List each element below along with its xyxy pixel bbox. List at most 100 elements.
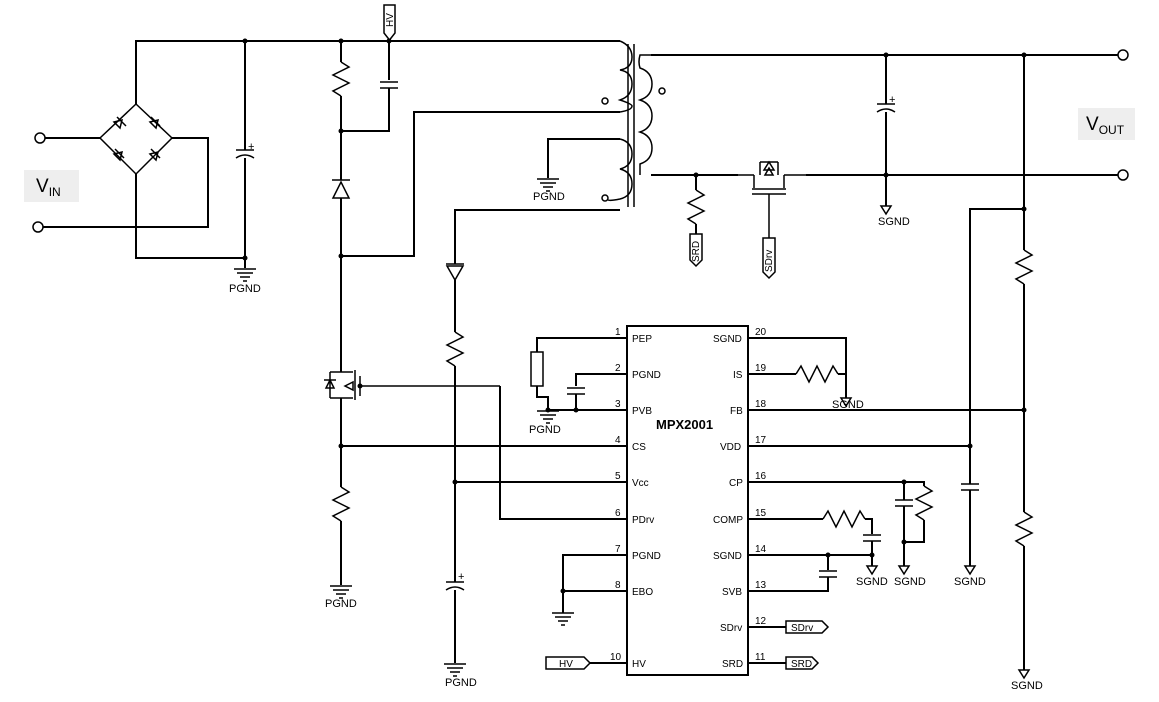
svg-text:+: + [889, 94, 895, 106]
svg-text:20: 20 [755, 327, 767, 338]
svg-text:SRD: SRD [691, 241, 702, 262]
is-resistor [795, 364, 839, 384]
svg-text:17: 17 [755, 435, 767, 446]
cp-capacitor [895, 499, 913, 507]
ground-ebo [552, 612, 574, 626]
svg-text:18: 18 [755, 399, 767, 410]
svg-text:CS: CS [632, 442, 646, 453]
svg-text:2: 2 [615, 363, 621, 374]
srd-sec-tag: SRD [689, 233, 703, 268]
ground-pgnd-aux: PGND [533, 178, 565, 203]
svg-text:PGND: PGND [632, 551, 661, 562]
ic-body [626, 325, 749, 676]
svg-text:PGND: PGND [445, 677, 477, 689]
sr-mosfet [738, 160, 806, 238]
svg-text:SDrv: SDrv [764, 250, 775, 272]
ground-sgnd-cp [897, 565, 911, 576]
output-capacitor [876, 103, 896, 113]
svg-text:HV: HV [632, 659, 646, 670]
ground-pgnd-sense: PGND [325, 585, 357, 610]
svg-text:SGND: SGND [713, 551, 742, 562]
comp-resistor [822, 509, 866, 529]
vout-terminal-neg [1117, 169, 1129, 181]
snubber-resistor [331, 61, 351, 97]
ground-sgnd-comp [865, 565, 879, 576]
svg-text:SGND: SGND [856, 576, 888, 588]
bridge-rectifier [98, 102, 174, 176]
svg-text:PGND: PGND [632, 370, 661, 381]
vin-terminal-2 [32, 221, 44, 233]
sdrv-pin-tag: SDrv [785, 620, 830, 634]
svg-text:SGND: SGND [713, 334, 742, 345]
ground-pgnd-bridge: PGND [229, 268, 261, 295]
svg-text:5: 5 [615, 471, 621, 482]
snubber-diode [331, 179, 351, 199]
fb-lower-resistor [1014, 511, 1034, 547]
svg-text:4: 4 [615, 435, 621, 446]
svg-text:EBO: EBO [632, 587, 653, 598]
comp-capacitor [863, 534, 881, 542]
aux-diode [445, 263, 465, 282]
svg-text:PGND: PGND [533, 191, 565, 203]
svg-text:8: 8 [615, 580, 621, 591]
svg-text:+: + [248, 141, 254, 153]
svg-text:SVB: SVB [722, 587, 742, 598]
svg-text:16: 16 [755, 471, 767, 482]
vin-terminal-1 [34, 132, 46, 144]
svg-text:PGND: PGND [325, 598, 357, 610]
ground-sgnd-vdd [963, 565, 977, 576]
vin-label-box [24, 170, 79, 202]
vdd-capacitor [961, 483, 979, 491]
svg-text:14: 14 [755, 544, 767, 555]
vout-label: VOUT [1086, 114, 1125, 137]
ground-pgnd-vcc: PGND [444, 663, 477, 689]
aux-resistor [445, 331, 465, 367]
svg-text:7: 7 [615, 544, 621, 555]
vout-label-box [1078, 108, 1135, 140]
bridge-diode-icons [112, 116, 161, 162]
svg-text:HV: HV [559, 659, 573, 670]
svg-text:SRD: SRD [722, 659, 743, 670]
ic-name: MPX2001 [656, 417, 713, 432]
svg-text:SGND: SGND [1011, 680, 1043, 692]
svg-text:SGND: SGND [832, 399, 864, 411]
svg-text:SGND: SGND [954, 576, 986, 588]
svg-text:+: + [458, 571, 464, 583]
primary-mosfet [324, 370, 500, 400]
svg-text:13: 13 [755, 580, 767, 591]
bulk-capacitor [235, 149, 255, 159]
fb-upper-resistor [1014, 249, 1034, 285]
sr-sense-resistor [686, 189, 706, 225]
vout-terminal-pos [1117, 49, 1129, 61]
ic-right-pins: 20 SGND 19 IS 18 FB 17 VDD 16 CP 15 COMP… [713, 327, 786, 670]
snubber-capacitor [380, 81, 398, 89]
svg-text:3: 3 [615, 399, 621, 410]
sdrv-sec-tag: SDrv [762, 237, 776, 280]
svg-text:PVB: PVB [632, 406, 652, 417]
svg-text:PDrv: PDrv [632, 515, 654, 526]
vin-label: VIN [36, 176, 61, 199]
svg-text:FB: FB [730, 406, 743, 417]
svg-text:VDD: VDD [720, 442, 741, 453]
pep-resistor [530, 351, 544, 387]
cp-resistor [914, 485, 934, 521]
sense-resistor [331, 486, 351, 522]
pvb-capacitor [567, 387, 585, 395]
ground-sgnd-out [879, 205, 893, 216]
transformer [601, 40, 666, 207]
svg-text:15: 15 [755, 508, 767, 519]
svg-text:PGND: PGND [229, 283, 261, 295]
ground-sgnd-is [839, 397, 853, 408]
svg-text:CP: CP [729, 478, 743, 489]
svg-text:1: 1 [615, 327, 621, 338]
svg-text:HV: HV [385, 13, 396, 27]
ground-pgnd-pvb: PGND [529, 410, 561, 436]
svg-text:SDrv: SDrv [720, 623, 742, 634]
svg-text:SGND: SGND [878, 216, 910, 228]
svg-text:SRD: SRD [791, 659, 812, 670]
svg-text:Vcc: Vcc [632, 478, 649, 489]
svg-text:12: 12 [755, 616, 767, 627]
svg-text:11: 11 [755, 652, 766, 663]
ground-sgnd-fb [1017, 669, 1031, 680]
